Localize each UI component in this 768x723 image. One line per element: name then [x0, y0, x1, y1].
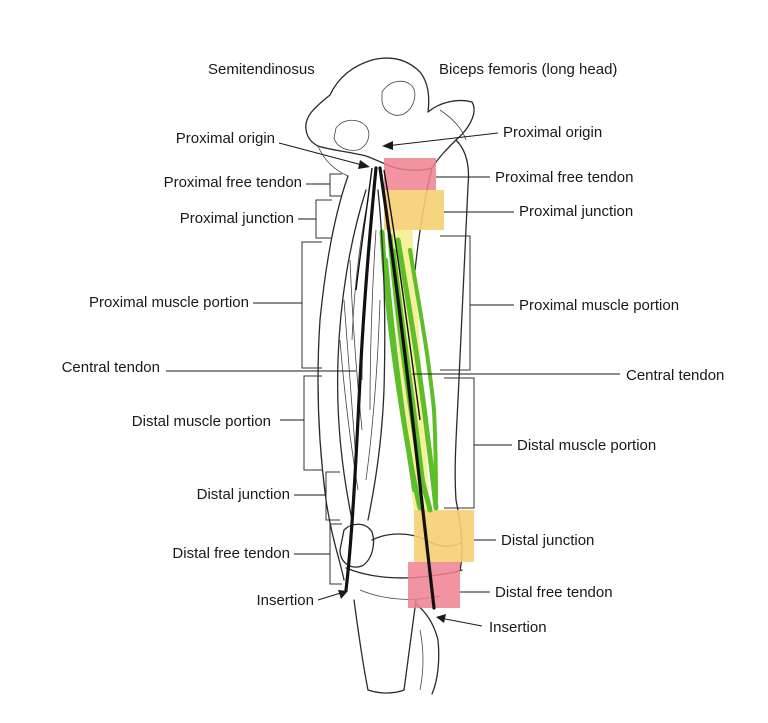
left-proximal-origin-label: Proximal origin [176, 130, 275, 147]
right-brackets [440, 235, 475, 509]
left-distal-junction-label: Distal junction [197, 486, 290, 503]
tibia-fibula-outline [353, 599, 440, 695]
right-distal-junction-label: Distal junction [501, 532, 594, 549]
left-insertion-label: Insertion [256, 592, 314, 609]
left-proximal-muscle-portion-label: Proximal muscle portion [89, 294, 249, 311]
right-insertion-label: Insertion [489, 619, 547, 636]
proximal-junction-region [384, 190, 444, 230]
right-label-column: Proximal origin Proximal free tendon Pro… [489, 124, 724, 636]
left-proximal-junction-label: Proximal junction [180, 210, 294, 227]
left-label-column: Proximal origin Proximal free tendon Pro… [62, 130, 314, 609]
left-proximal-free-tendon-label: Proximal free tendon [164, 174, 302, 191]
arrowhead-right-origin [382, 141, 393, 150]
leader-lines [166, 132, 620, 627]
arrowheads [338, 141, 446, 623]
biceps-femoris-heading: Biceps femoris (long head) [439, 61, 617, 78]
left-distal-muscle-portion-label: Distal muscle portion [132, 413, 271, 430]
semitendinosus-heading: Semitendinosus [208, 61, 315, 78]
pelvis-outline [305, 57, 475, 177]
header-labels: Semitendinosus Biceps femoris (long head… [208, 61, 617, 78]
right-proximal-free-tendon-label: Proximal free tendon [495, 169, 633, 186]
arrowhead-left-origin [358, 160, 370, 169]
tendons [344, 166, 436, 610]
arrowhead-left-insertion [338, 590, 348, 599]
arrowhead-right-insertion [436, 614, 446, 623]
right-distal-free-tendon-label: Distal free tendon [495, 584, 613, 601]
right-proximal-origin-label: Proximal origin [503, 124, 602, 141]
left-brackets [301, 173, 342, 585]
proximal-free-tendon-region [384, 158, 436, 190]
right-distal-muscle-portion-label: Distal muscle portion [517, 437, 656, 454]
right-proximal-muscle-portion-label: Proximal muscle portion [519, 297, 679, 314]
left-central-tendon-label: Central tendon [62, 359, 160, 376]
left-distal-free-tendon-label: Distal free tendon [172, 545, 290, 562]
right-central-tendon-label: Central tendon [626, 367, 724, 384]
right-proximal-junction-label: Proximal junction [519, 203, 633, 220]
